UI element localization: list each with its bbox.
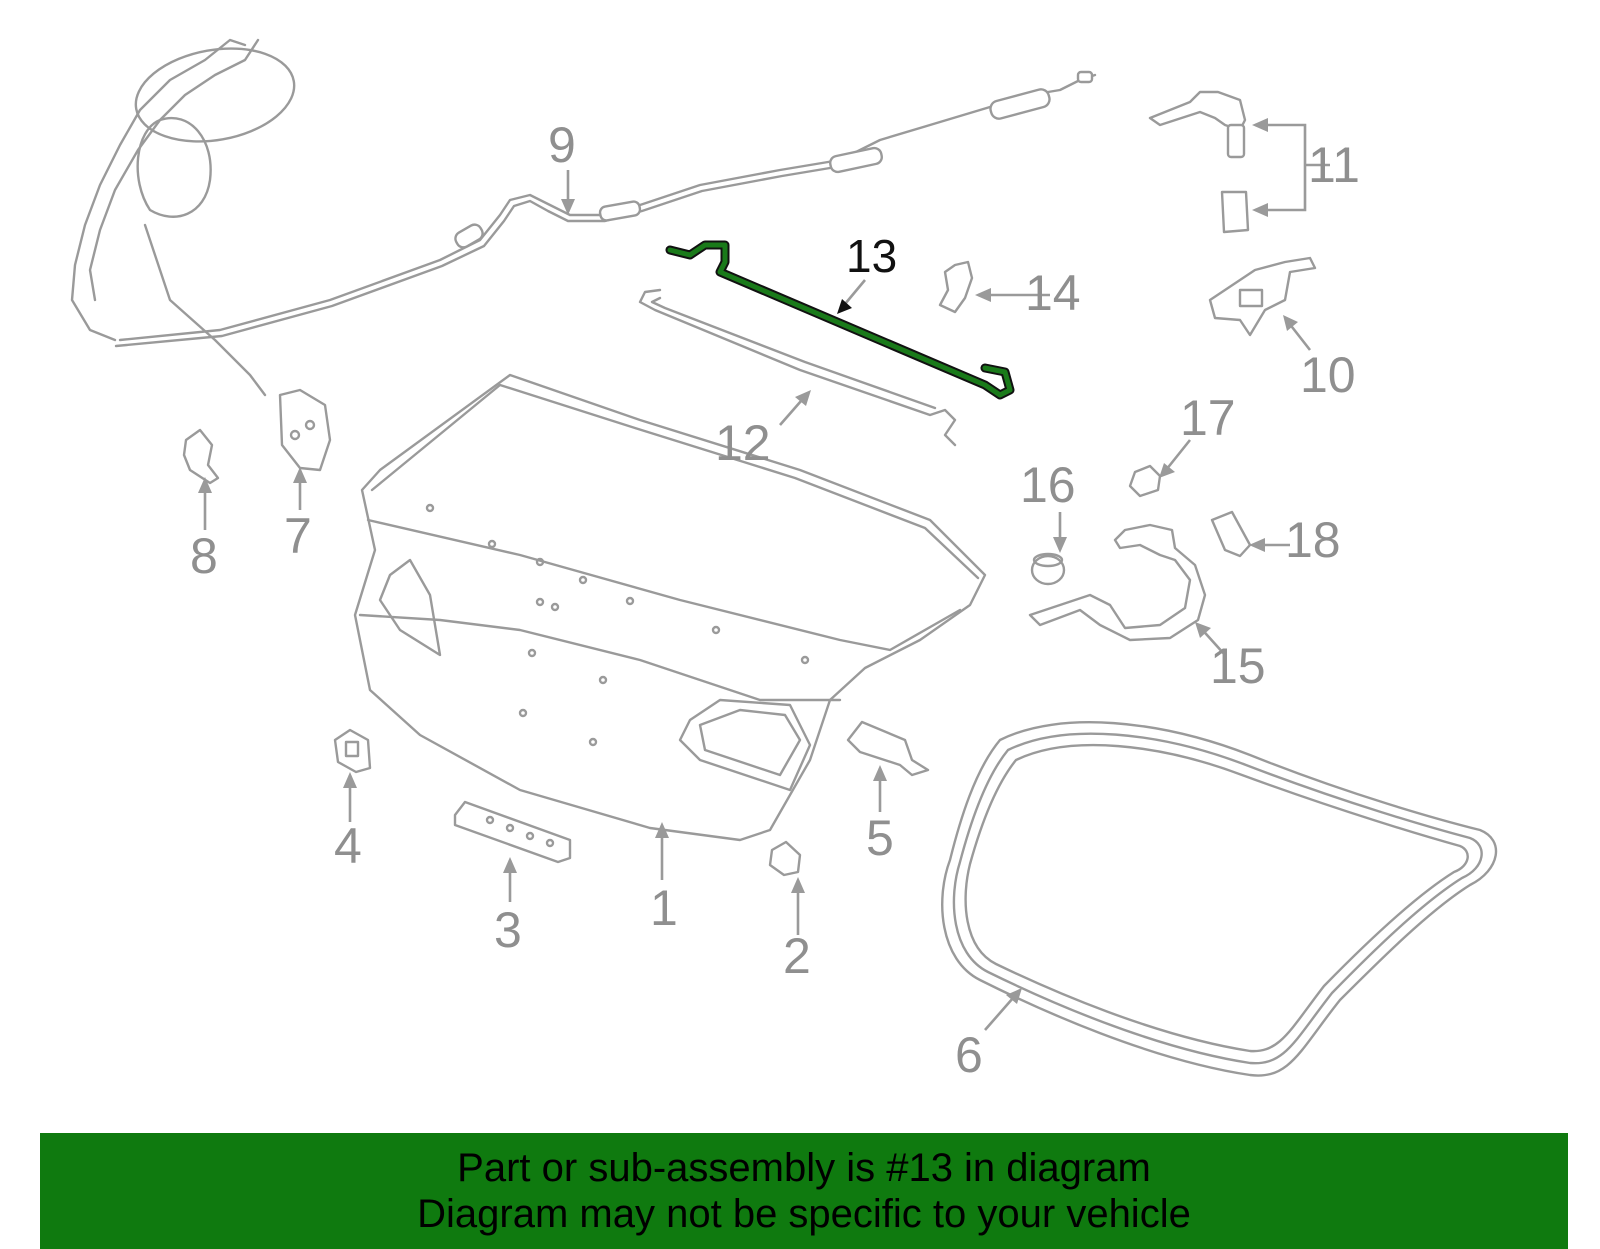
part-4-clip[interactable] <box>333 728 372 774</box>
part-14-clip[interactable] <box>938 260 974 314</box>
callout-13: 13 <box>846 230 897 282</box>
callout-4: 4 <box>334 818 362 874</box>
part-13-torsion-bar[interactable] <box>665 240 1015 400</box>
callout-15: 15 <box>1210 638 1266 694</box>
part-5-handle[interactable] <box>846 720 930 777</box>
part-1-trunk-lid[interactable] <box>353 373 987 842</box>
callout-3: 3 <box>494 902 522 958</box>
part-8-bracket[interactable] <box>182 428 220 485</box>
callout-14: 14 <box>1025 265 1081 321</box>
part-17-clip[interactable] <box>1128 464 1162 498</box>
callout-6: 6 <box>955 1027 983 1083</box>
callout-18: 18 <box>1285 512 1341 568</box>
callout-5: 5 <box>866 810 894 866</box>
part-10-hinge[interactable] <box>1208 256 1317 337</box>
leader-lines <box>198 118 1330 1031</box>
banner-line-part-number: Part or sub-assembly is #13 in diagram <box>457 1146 1151 1190</box>
callout-11: 11 <box>1308 137 1360 193</box>
callout-10: 10 <box>1300 347 1356 403</box>
part-12-support-rod[interactable] <box>638 288 957 447</box>
callout-9: 9 <box>548 117 576 173</box>
part-3-garnish[interactable] <box>453 800 572 864</box>
banner-line-disclaimer: Diagram may not be specific to your vehi… <box>417 1192 1191 1236</box>
callout-7: 7 <box>284 508 312 564</box>
part-11-lock-cylinder[interactable] <box>1148 90 1250 234</box>
part-7-latch[interactable] <box>278 388 332 472</box>
callout-labels: 1 2 3 4 5 6 7 8 9 10 11 12 13 14 15 16 1… <box>190 117 1360 1083</box>
callout-2: 2 <box>783 928 811 984</box>
callout-12: 12 <box>715 415 771 471</box>
part-9-release-cable[interactable] <box>70 37 1097 397</box>
callout-8: 8 <box>190 528 218 584</box>
callout-17: 17 <box>1180 390 1236 446</box>
part-18-pad[interactable] <box>1210 510 1252 558</box>
parts-diagram: 1 2 3 4 5 6 7 8 9 10 11 12 13 14 15 16 1… <box>70 37 1498 1083</box>
part-6-weatherstrip[interactable] <box>941 721 1498 1077</box>
part-2-bumper[interactable] <box>768 840 802 877</box>
callout-1: 1 <box>650 880 678 936</box>
part-16-cushion[interactable] <box>1030 552 1066 586</box>
part-info-banner: Part or sub-assembly is #13 in diagram D… <box>40 1133 1568 1249</box>
part-15-hinge-arm[interactable] <box>1028 523 1207 642</box>
callout-16: 16 <box>1020 457 1076 513</box>
